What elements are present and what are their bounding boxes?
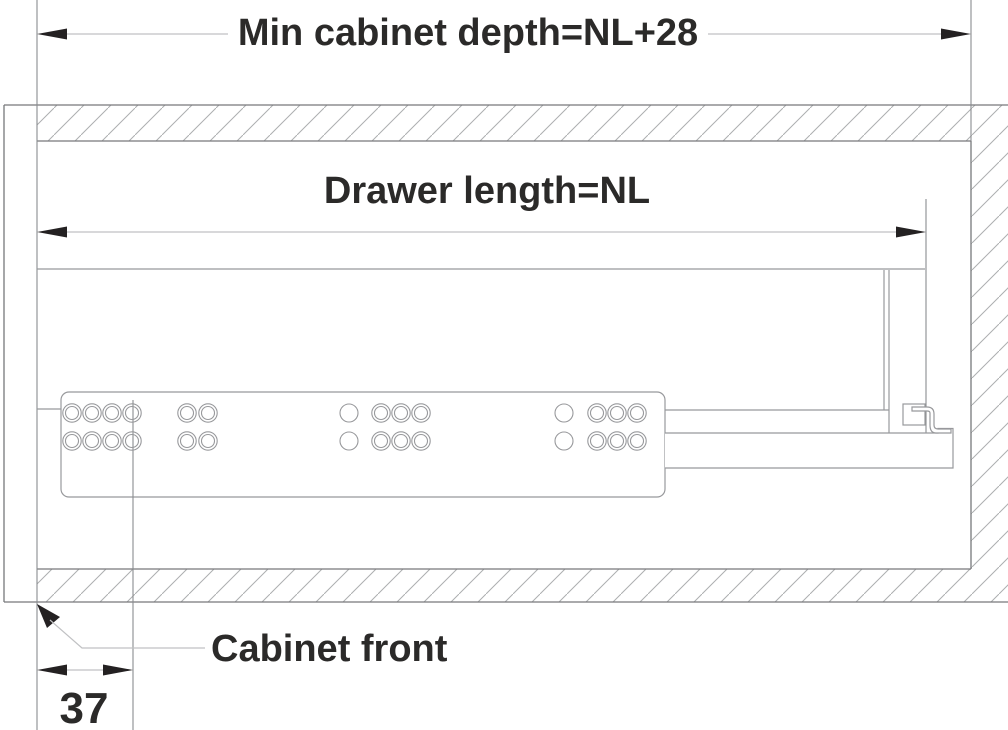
slide-body	[60, 391, 666, 498]
min-cabinet-depth-dimension: Min cabinet depth=NL+28	[37, 12, 971, 54]
leader-arrow-icon	[37, 604, 60, 628]
slide-mounting-holes	[62, 403, 647, 451]
cabinet-front-label: Cabinet front	[211, 628, 448, 670]
rear-bracket-plate	[902, 403, 926, 426]
front-offset-value: 37	[60, 684, 109, 730]
cabinet-front-leader: Cabinet front	[37, 604, 448, 670]
dimension-arrow-right-icon	[941, 28, 971, 40]
dimension-arrow-right-icon	[896, 226, 926, 238]
dimension-arrow-left-icon	[37, 664, 67, 676]
front-offset-dimension: 37	[37, 664, 133, 730]
slide-rear-rail	[665, 427, 954, 469]
dimension-arrow-right-icon	[103, 664, 133, 676]
drawer-length-dimension: Drawer length=NL	[37, 170, 926, 238]
dimension-arrow-left-icon	[37, 28, 67, 40]
dimension-arrow-left-icon	[37, 226, 67, 238]
drawer-length-label: Drawer length=NL	[324, 170, 650, 212]
cabinet-top-panel	[37, 105, 971, 141]
rear-bracket-hook	[911, 406, 952, 434]
cabinet-outline	[3, 104, 1008, 603]
drawer-slide-assembly	[37, 268, 954, 730]
extension-lines	[36, 0, 972, 730]
min-cabinet-depth-label: Min cabinet depth=NL+28	[238, 12, 698, 54]
